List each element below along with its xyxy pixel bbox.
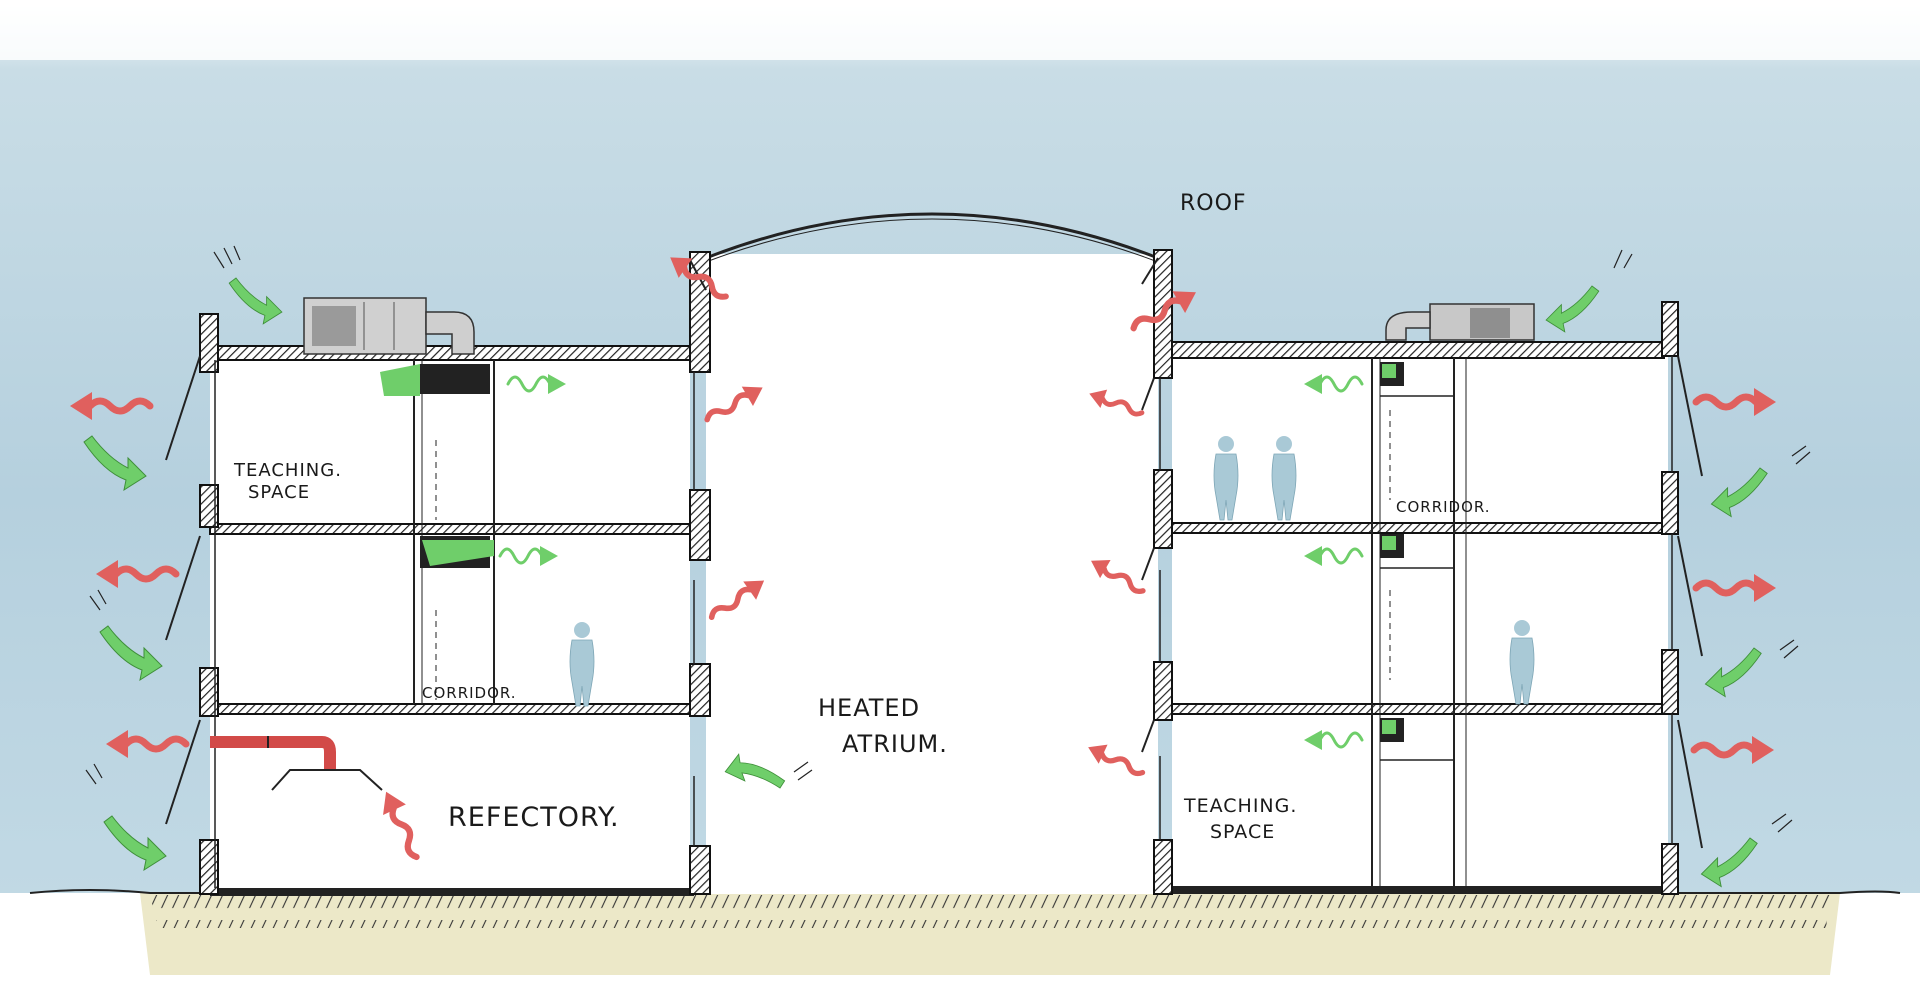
corridor-right-label: CORRIDOR. (1396, 498, 1491, 516)
rooftop-air-handling-unit-icon (1385, 303, 1535, 341)
left-wing (165, 251, 711, 896)
wind-marks (85, 245, 1811, 833)
roof-label: ROOF (1180, 191, 1247, 216)
heated-atrium (705, 212, 1159, 894)
teaching-space-left-label-line1: TEACHING. (233, 460, 342, 481)
right-wing (1141, 249, 1703, 895)
heated-atrium-label-line1: HEATED (818, 694, 920, 722)
teaching-space-left-label-line2: SPACE (248, 482, 310, 503)
teaching-space-right-label-line2: SPACE (1210, 821, 1275, 843)
rooftop-air-handling-unit-icon (303, 297, 475, 355)
teaching-space-right-label-line1: TEACHING. (1183, 795, 1297, 817)
refectory-label: REFECTORY. (448, 802, 620, 833)
heated-atrium-label-line2: ATRIUM. (842, 730, 948, 758)
corridor-left-label: CORRIDOR. (422, 684, 517, 702)
refectory-heating-duct (210, 736, 383, 791)
